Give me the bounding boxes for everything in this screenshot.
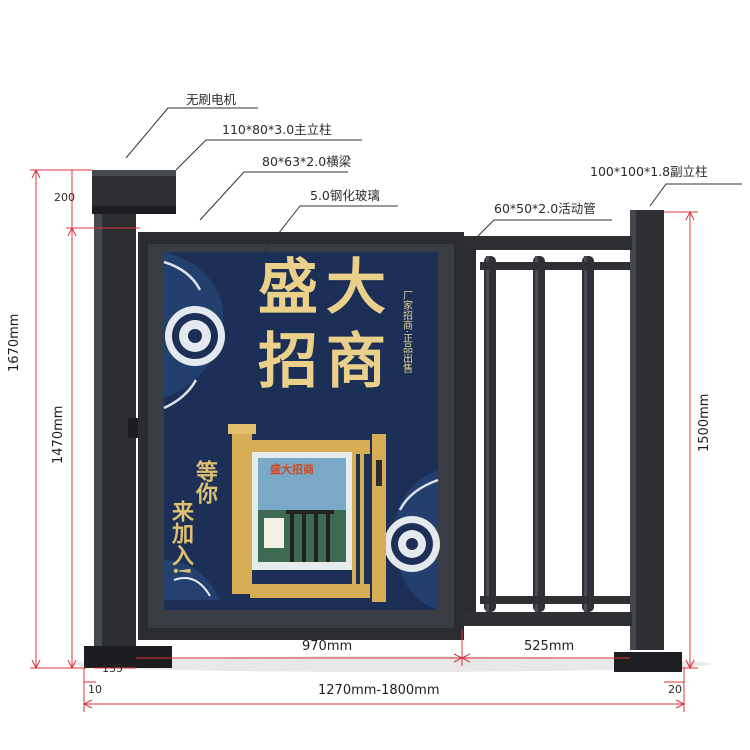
aux-post-base <box>614 652 682 672</box>
callout-leaders <box>125 107 742 253</box>
callout-aux-post: 100*100*1.8副立柱 <box>590 164 708 179</box>
poster-char-1: 盛 <box>258 253 318 323</box>
motor-housing <box>92 170 176 210</box>
dim-525: 525mm <box>524 639 575 654</box>
dim-135: 135 <box>102 662 123 675</box>
poster-char-3: 招 <box>258 327 318 397</box>
ornament-top-left <box>163 252 225 410</box>
dimension-lines <box>30 168 698 712</box>
dim-total-width: 1270mm-1800mm <box>318 683 440 698</box>
dim-1670: 1670mm <box>7 313 22 372</box>
dim-1470: 1470mm <box>51 405 66 464</box>
poster-char-2: 大 <box>326 253 386 323</box>
callout-crossbeam: 80*63*2.0横梁 <box>262 154 352 169</box>
callout-movable-tube: 60*50*2.0活动管 <box>494 201 596 216</box>
mini-gate-illustration <box>228 424 386 602</box>
rail-top-beam <box>460 236 632 250</box>
dim-1500: 1500mm <box>697 393 712 452</box>
main-post-base <box>84 646 172 668</box>
dim-20: 20 <box>668 683 682 696</box>
poster-mini-title: 盛大招商 <box>270 463 314 476</box>
poster-invite-2: 来加入! <box>168 500 194 576</box>
floor-shadow <box>70 656 710 672</box>
poster-char-4: 商 <box>326 327 386 397</box>
poster-invite-1: 等你 <box>192 460 218 504</box>
rail-end-post <box>462 248 476 614</box>
ornament-bottom-right <box>384 470 440 610</box>
callout-glass: 5.0钢化玻璃 <box>310 188 380 203</box>
ornament-bottom-left <box>164 560 220 600</box>
dim-10: 10 <box>88 683 102 696</box>
dim-970: 970mm <box>302 639 353 654</box>
dim-200: 200 <box>54 191 75 204</box>
callout-main-post: 110*80*3.0主立柱 <box>222 122 332 137</box>
callout-motor: 无刷电机 <box>186 92 237 107</box>
poster-tagline: 厂家招商·正品出售 <box>400 290 412 374</box>
rail-bars <box>480 256 630 612</box>
rail-bottom-beam <box>460 612 632 626</box>
